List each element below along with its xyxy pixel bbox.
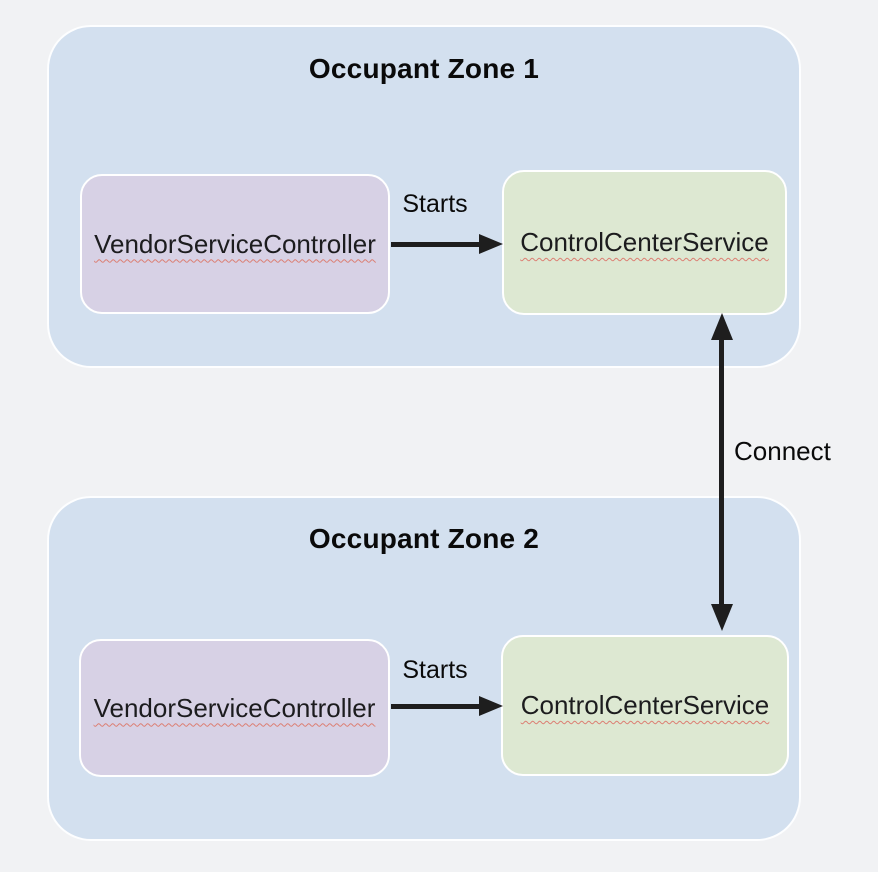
connect-arrow (711, 313, 733, 631)
arrow-head-down-icon (711, 604, 733, 631)
arrow-shaft (719, 335, 724, 609)
occupant-zone-2: Occupant Zone 2 VendorServiceController … (47, 496, 801, 841)
node-control-center-service-zone-2: ControlCenterService (501, 635, 789, 776)
arrow-head-right-icon (479, 234, 503, 254)
vendor-service-controller-label: VendorServiceController (93, 692, 376, 723)
node-vendor-service-controller-zone-2: VendorServiceController (79, 639, 390, 777)
node-control-center-service-zone-1: ControlCenterService (502, 170, 787, 315)
arrow-shaft (391, 242, 481, 247)
vendor-service-controller-label: VendorServiceController (94, 228, 376, 259)
starts-edge-label-zone-1: Starts (402, 190, 468, 218)
node-vendor-service-controller-zone-1: VendorServiceController (80, 174, 390, 314)
zone-1-title: Occupant Zone 1 (308, 53, 540, 84)
starts-arrow-zone-2 (391, 696, 503, 716)
starts-arrow-zone-1 (391, 234, 503, 254)
zone-2-title: Occupant Zone 2 (308, 523, 540, 554)
starts-edge-label-zone-2: Starts (402, 656, 468, 684)
connect-edge-label: Connect (734, 436, 831, 466)
control-center-service-label: ControlCenterService (520, 690, 770, 720)
control-center-service-label: ControlCenterService (520, 227, 769, 257)
arrow-head-right-icon (479, 696, 503, 716)
occupant-zone-1: Occupant Zone 1 VendorServiceController … (47, 25, 801, 368)
arrow-shaft (391, 704, 481, 709)
arrow-head-up-icon (711, 313, 733, 340)
